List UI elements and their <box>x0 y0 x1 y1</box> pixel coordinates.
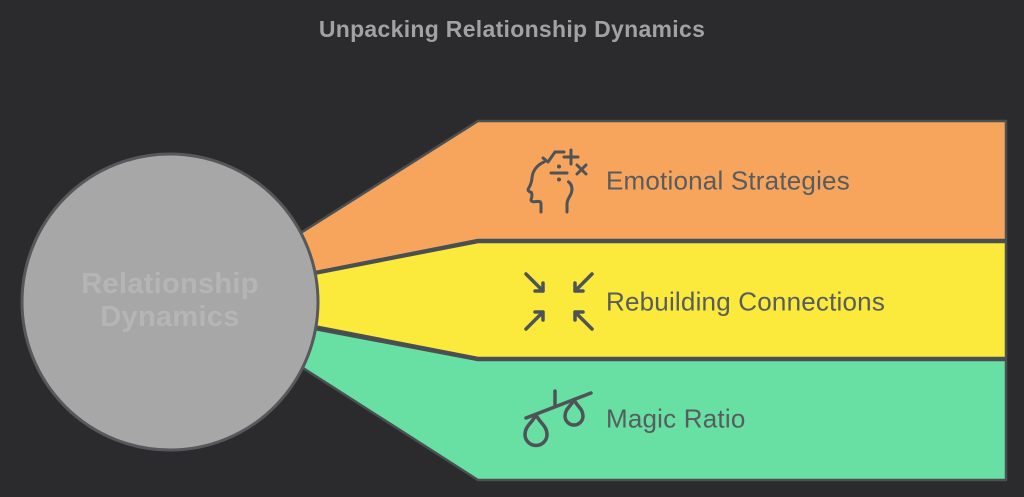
branch-label-emotional-strategies: Emotional Strategies <box>606 165 850 196</box>
head-with-math-symbols-icon <box>526 148 588 214</box>
branch-label-rebuilding-connections: Rebuilding Connections <box>606 286 886 317</box>
balance-scale-icon <box>523 389 593 448</box>
center-node-label-line2: Dynamics <box>100 301 240 333</box>
branch-label-magic-ratio: Magic Ratio <box>606 403 746 434</box>
center-node <box>20 152 320 452</box>
center-node-label: Relationship Dynamics <box>22 268 318 334</box>
center-node-label-line1: Relationship <box>81 268 259 300</box>
diagram-title: Unpacking Relationship Dynamics <box>318 16 706 42</box>
converging-arrows-icon <box>524 272 594 331</box>
